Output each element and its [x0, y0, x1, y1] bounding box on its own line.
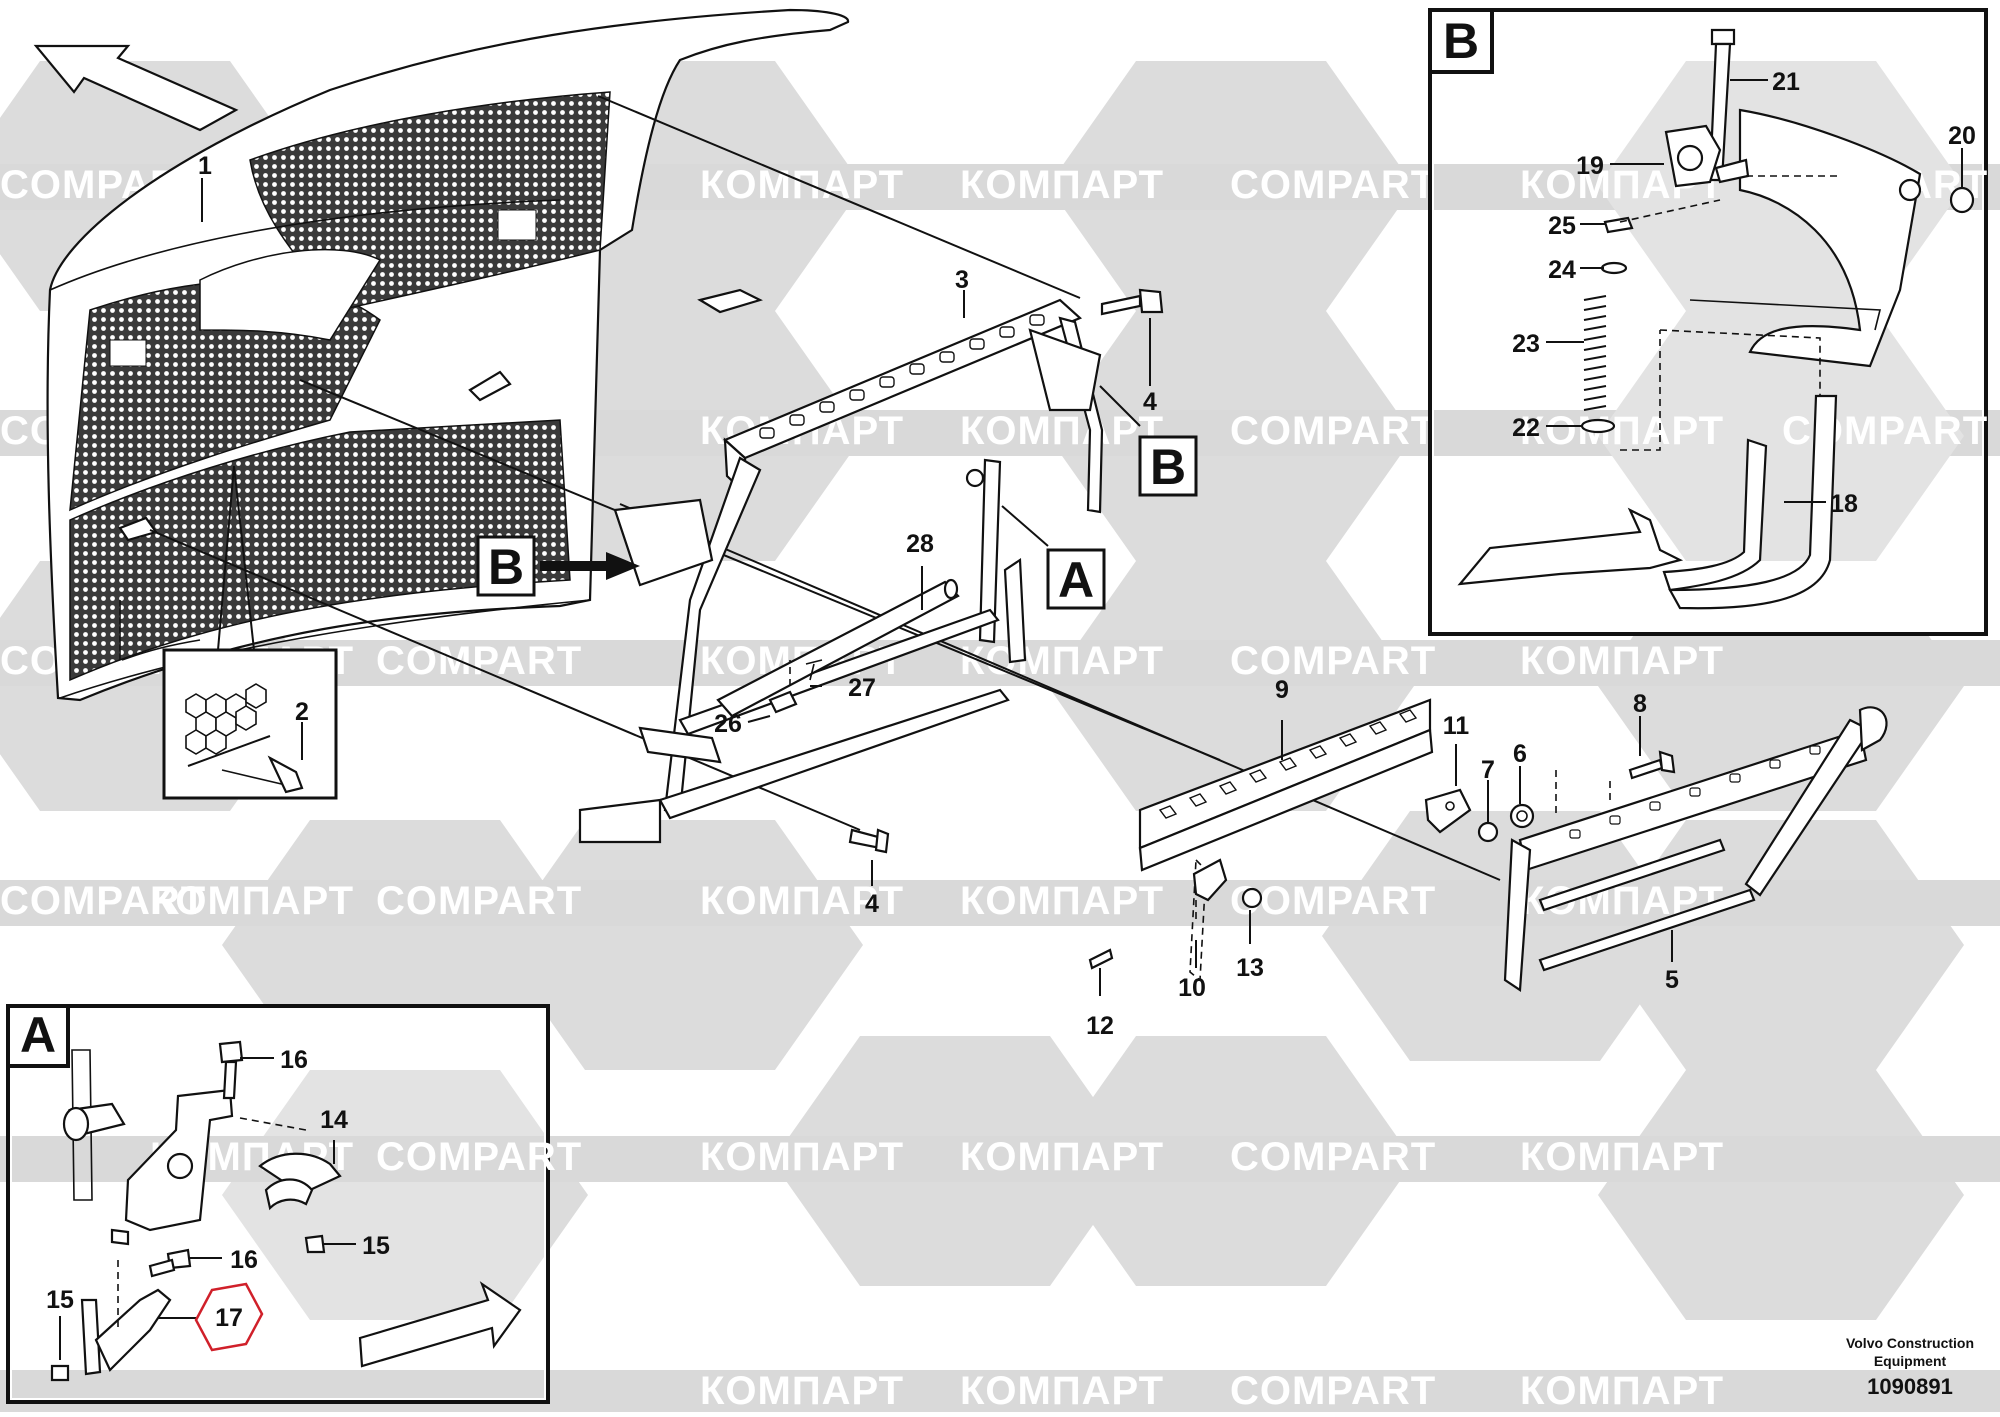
view-marker-a: A: [1001, 505, 1106, 610]
bolt-part-4-upper: [1100, 288, 1164, 316]
watermark-text: COMPART: [376, 879, 582, 923]
callout-4-upper: 4: [1143, 388, 1157, 416]
diagram-number: 1090891: [1867, 1374, 1953, 1399]
detail-box-a-label: A: [20, 1007, 56, 1063]
watermark-text: COMPART: [376, 1135, 582, 1179]
callout-19: 19: [1576, 152, 1604, 180]
callout-23: 23: [1512, 330, 1540, 358]
callout-15-left: 15: [46, 1286, 74, 1314]
watermark-text: КОМПАРТ: [1520, 1135, 1724, 1179]
callout-21: 21: [1772, 68, 1800, 96]
publisher-line-1: Volvo Construction: [1846, 1335, 1974, 1351]
callout-16-lower: 16: [230, 1246, 258, 1274]
callout-8: 8: [1633, 690, 1647, 718]
watermark-text: COMPART: [1230, 409, 1436, 453]
step-plate-part-9: [1138, 698, 1434, 872]
watermark-text: КОМПАРТ: [1520, 409, 1724, 453]
callout-9: 9: [1275, 676, 1289, 704]
watermark-texts: COMPARTКОМПАРТCOMPARTКОМПАРТКОМПАРТCOMPA…: [0, 163, 1724, 1413]
watermark-text: COMPART: [1230, 879, 1436, 923]
watermark-text: КОМПАРТ: [960, 163, 1164, 207]
publisher-line-2: Equipment: [1874, 1353, 1947, 1369]
watermark-text: КОМПАРТ: [1520, 639, 1724, 683]
view-marker-b-1: B: [1099, 385, 1198, 497]
callout-18: 18: [1830, 490, 1858, 518]
callout-13: 13: [1236, 954, 1264, 982]
callout-14: 14: [320, 1106, 348, 1134]
callout-3: 3: [955, 266, 969, 294]
watermark-text: COMPART: [1230, 1369, 1436, 1412]
callout-labels: 1 3 4 4 28 27 26 9 11 7 6 8 5 12 10 13 2…: [46, 68, 1976, 1332]
watermark-text: КОМПАРТ: [960, 1135, 1164, 1179]
callout-17: 17: [215, 1304, 243, 1332]
watermark-text: КОМПАРТ: [1520, 1369, 1724, 1412]
watermark-text: КОМПАРТ: [960, 1369, 1164, 1412]
watermark-text: COMPART: [0, 879, 206, 923]
view-marker-b-2: B: [476, 535, 640, 597]
step-side-frame-part-5: [1503, 706, 1888, 992]
watermark-text: КОМПАРТ: [700, 879, 904, 923]
front-grille-cover: [46, 8, 850, 702]
watermark-text: КОМПАРТ: [700, 1135, 904, 1179]
callout-6: 6: [1513, 740, 1527, 768]
detail-box-a: КОМПАРТ COMPART A: [6, 1004, 582, 1404]
bolt-part-4-lower: [848, 828, 890, 854]
direction-arrow-icon: [33, 44, 239, 132]
mesh-detail-box: 2: [162, 648, 338, 800]
callout-20: 20: [1948, 122, 1976, 150]
watermark-text: COMPART: [1230, 163, 1436, 207]
callout-1: 1: [198, 152, 212, 180]
callout-16-upper: 16: [280, 1046, 308, 1074]
callout-10: 10: [1178, 974, 1206, 1002]
highlight-hexagon: [194, 1282, 264, 1352]
callout-28: 28: [906, 530, 934, 558]
callout-4-lower: 4: [865, 890, 879, 918]
callout-11: 11: [1443, 712, 1470, 740]
detail-box-b-label: B: [1443, 13, 1479, 69]
callout-26: 26: [714, 710, 742, 738]
callout-27: 27: [848, 674, 876, 702]
step-frame-assembly: [578, 288, 1104, 844]
direction-arrow-icon: [358, 1281, 522, 1368]
watermark-text: КОМПАРТ: [700, 163, 904, 207]
watermark-text: КОМПАРТ: [960, 879, 1164, 923]
watermark-text: КОМПАРТ: [700, 1369, 904, 1412]
detail-box-b: КОМПАРТ COMPART КОМПАРТ COMPART B: [1428, 8, 1988, 636]
callout-5: 5: [1665, 966, 1679, 994]
step-assembly-illustration: B B A: [33, 8, 1888, 996]
callout-7: 7: [1481, 756, 1495, 784]
callout-25: 25: [1548, 212, 1576, 240]
view-marker-letter: A: [1058, 552, 1094, 608]
view-marker-letter: B: [1150, 439, 1186, 495]
fastener-parts: [1088, 750, 1676, 982]
watermark-text: COMPART: [376, 639, 582, 683]
callout-24: 24: [1548, 256, 1576, 284]
watermark-text: COMPART: [1230, 1135, 1436, 1179]
diagram-footer: Volvo Construction Equipment 1090891: [1846, 1335, 1974, 1399]
callout-22: 22: [1512, 414, 1540, 442]
watermark-text: COMPART: [1782, 409, 1988, 453]
view-marker-letter: B: [488, 539, 524, 595]
watermark-text: КОМПАРТ: [960, 639, 1164, 683]
callout-15-right: 15: [362, 1232, 390, 1260]
callout-2: 2: [295, 698, 309, 726]
watermark-text: COMPART: [1230, 639, 1436, 683]
watermark-text: КОМПАРТ: [960, 409, 1164, 453]
direction-arrow-icon: [1457, 507, 1684, 586]
watermark-text: КОМПАРТ: [150, 879, 354, 923]
callout-12: 12: [1086, 1012, 1114, 1040]
